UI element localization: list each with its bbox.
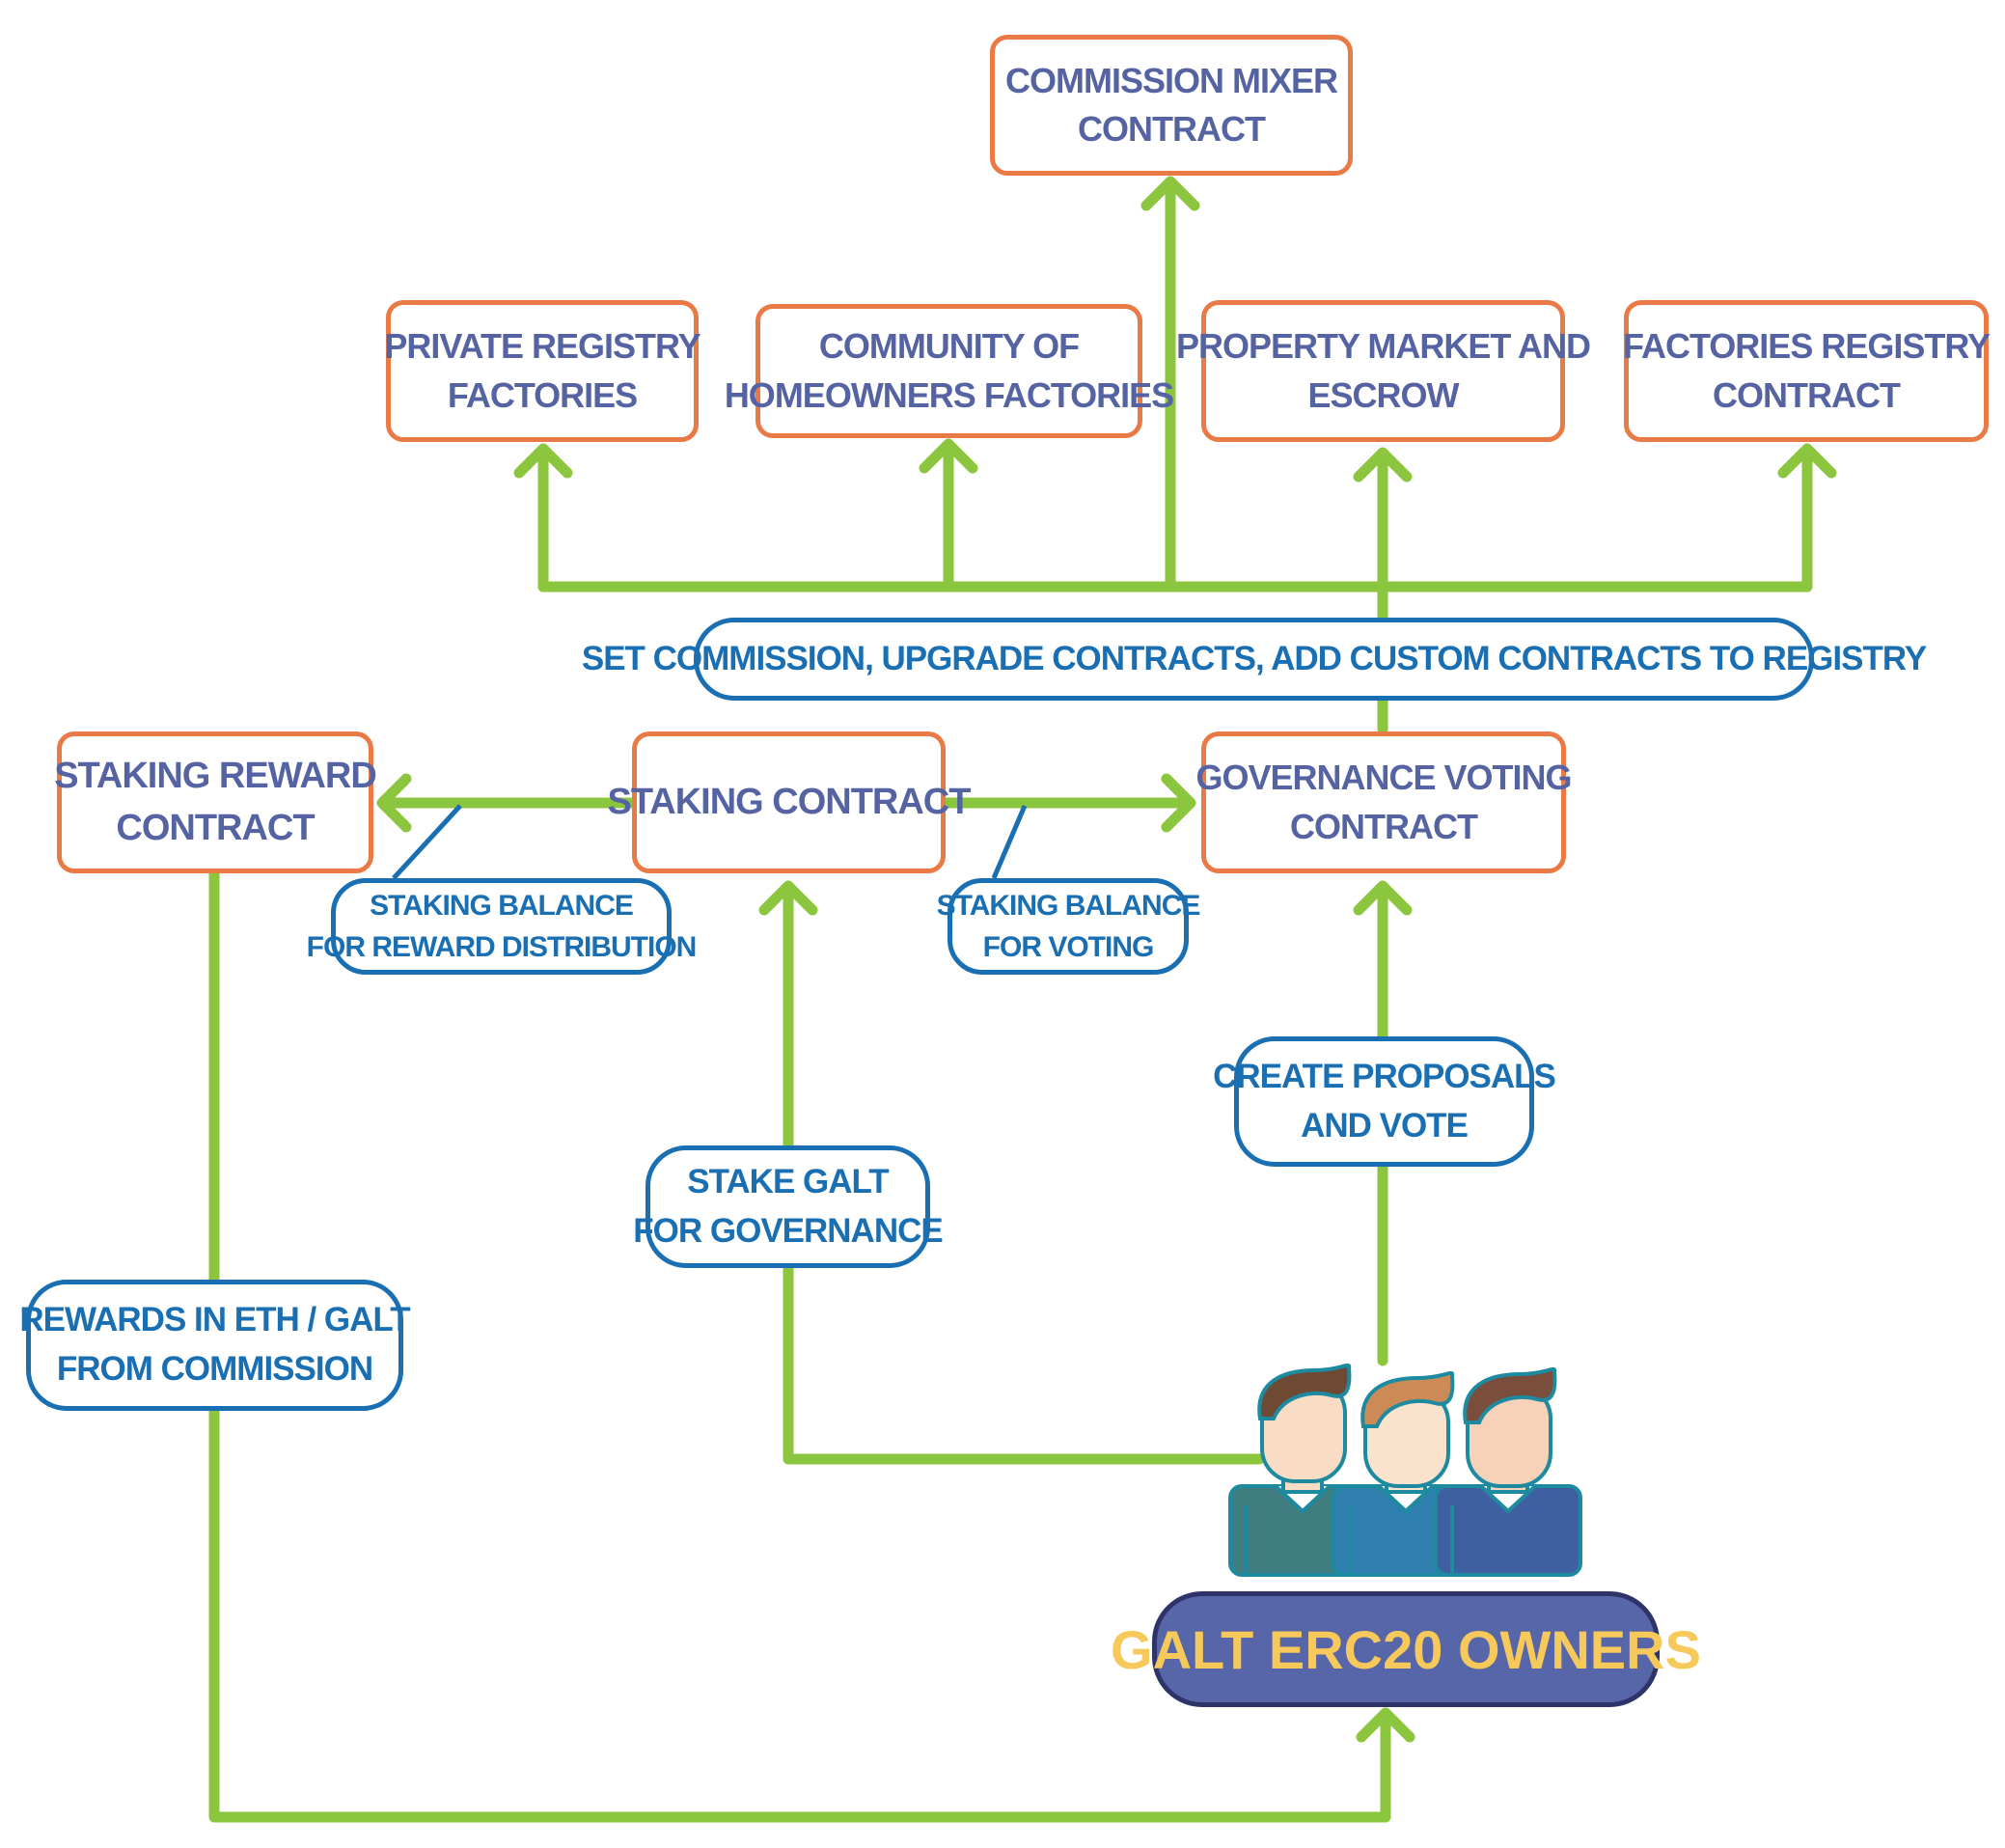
node-label: CONTRACT [1713,374,1901,415]
leader-reward-balance [392,804,462,880]
arrow-to-staking-reward [376,773,638,833]
owners-label: GALT ERC20 OWNERS [1111,1618,1701,1680]
node-label: CONTRACT [1078,109,1266,149]
callout-label: STAKING BALANCE [936,889,1201,922]
callout-label: FOR GOVERNANCE [633,1211,943,1250]
node-label: GOVERNANCE VOTING [1195,758,1572,798]
factories-registry-contract: FACTORIES REGISTRY CONTRACT [1622,300,1991,442]
arrow-to-governance [940,773,1196,833]
node-label: CONTRACT [1290,806,1478,846]
commission-mixer-contract: COMMISSION MIXER CONTRACT [990,35,1353,176]
arrow-to-factories-registry [1777,443,1837,593]
set-commission-callout: SET COMMISSION, UPGRADE CONTRACTS, ADD C… [582,618,1927,701]
callout-label: FOR VOTING [982,931,1155,963]
person-icon [1434,1366,1582,1577]
staking-contract: STAKING CONTRACT [608,731,971,873]
node-label: PROPERTY MARKET AND [1175,326,1591,367]
node-label: COMMISSION MIXER [1004,60,1338,100]
node-label: PRIVATE REGISTRY [384,326,700,367]
callout-label: STAKE GALT [687,1162,889,1200]
governance-voting-contract: GOVERNANCE VOTING CONTRACT [1195,731,1573,873]
callout-label: CREATE PROPOSALS [1213,1057,1556,1095]
community-of-homeowners-factories: COMMUNITY OF HOMEOWNERS FACTORIES [725,304,1174,438]
staking-balance-voting-callout: STAKING BALANCE FOR VOTING [937,878,1200,975]
property-market-and-escrow: PROPERTY MARKET AND ESCROW [1176,300,1591,442]
node-label: HOMEOWNERS FACTORIES [724,374,1174,415]
node-label: STAKING CONTRACT [607,781,972,822]
callout-label: AND VOTE [1301,1106,1469,1145]
callout-label: REWARDS IN ETH / GALT [19,1301,410,1339]
arrow-to-private-registry [513,443,573,593]
callout-label: STAKING BALANCE [370,889,634,922]
arrow-to-commission-mixer [1140,176,1200,593]
callout-label: FOR REWARD DISTRIBUTION [306,931,698,963]
node-label: FACTORIES REGISTRY [1622,326,1991,367]
node-label: COMMUNITY OF [818,326,1080,367]
leader-voting-balance [991,805,1028,879]
rewards-callout: REWARDS IN ETH / GALT FROM COMMISSION [19,1280,411,1411]
arrow-to-community [919,438,978,593]
callout-label: SET COMMISSION, UPGRADE CONTRACTS, ADD C… [581,639,1927,677]
stake-galt-callout: STAKE GALT FOR GOVERNANCE [633,1145,944,1268]
node-label: STAKING REWARD [54,756,377,797]
staking-balance-reward-callout: STAKING BALANCE FOR REWARD DISTRIBUTION [307,878,697,975]
node-label: CONTRACT [116,807,315,848]
callout-label: FROM COMMISSION [56,1350,373,1388]
staking-reward-contract: STAKING REWARD CONTRACT [54,731,377,873]
node-label: FACTORIES [447,374,638,415]
callout-leaders [392,804,1028,880]
private-registry-factories: PRIVATE REGISTRY FACTORIES [384,300,701,442]
arrow-stake-to-staking [758,880,1265,1465]
user-group-icon [1228,1363,1582,1577]
create-proposals-callout: CREATE PROPOSALS AND VOTE [1213,1036,1556,1167]
galt-erc20-owners-badge: GALT ERC20 OWNERS [1111,1591,1701,1707]
node-label: ESCROW [1307,374,1460,415]
